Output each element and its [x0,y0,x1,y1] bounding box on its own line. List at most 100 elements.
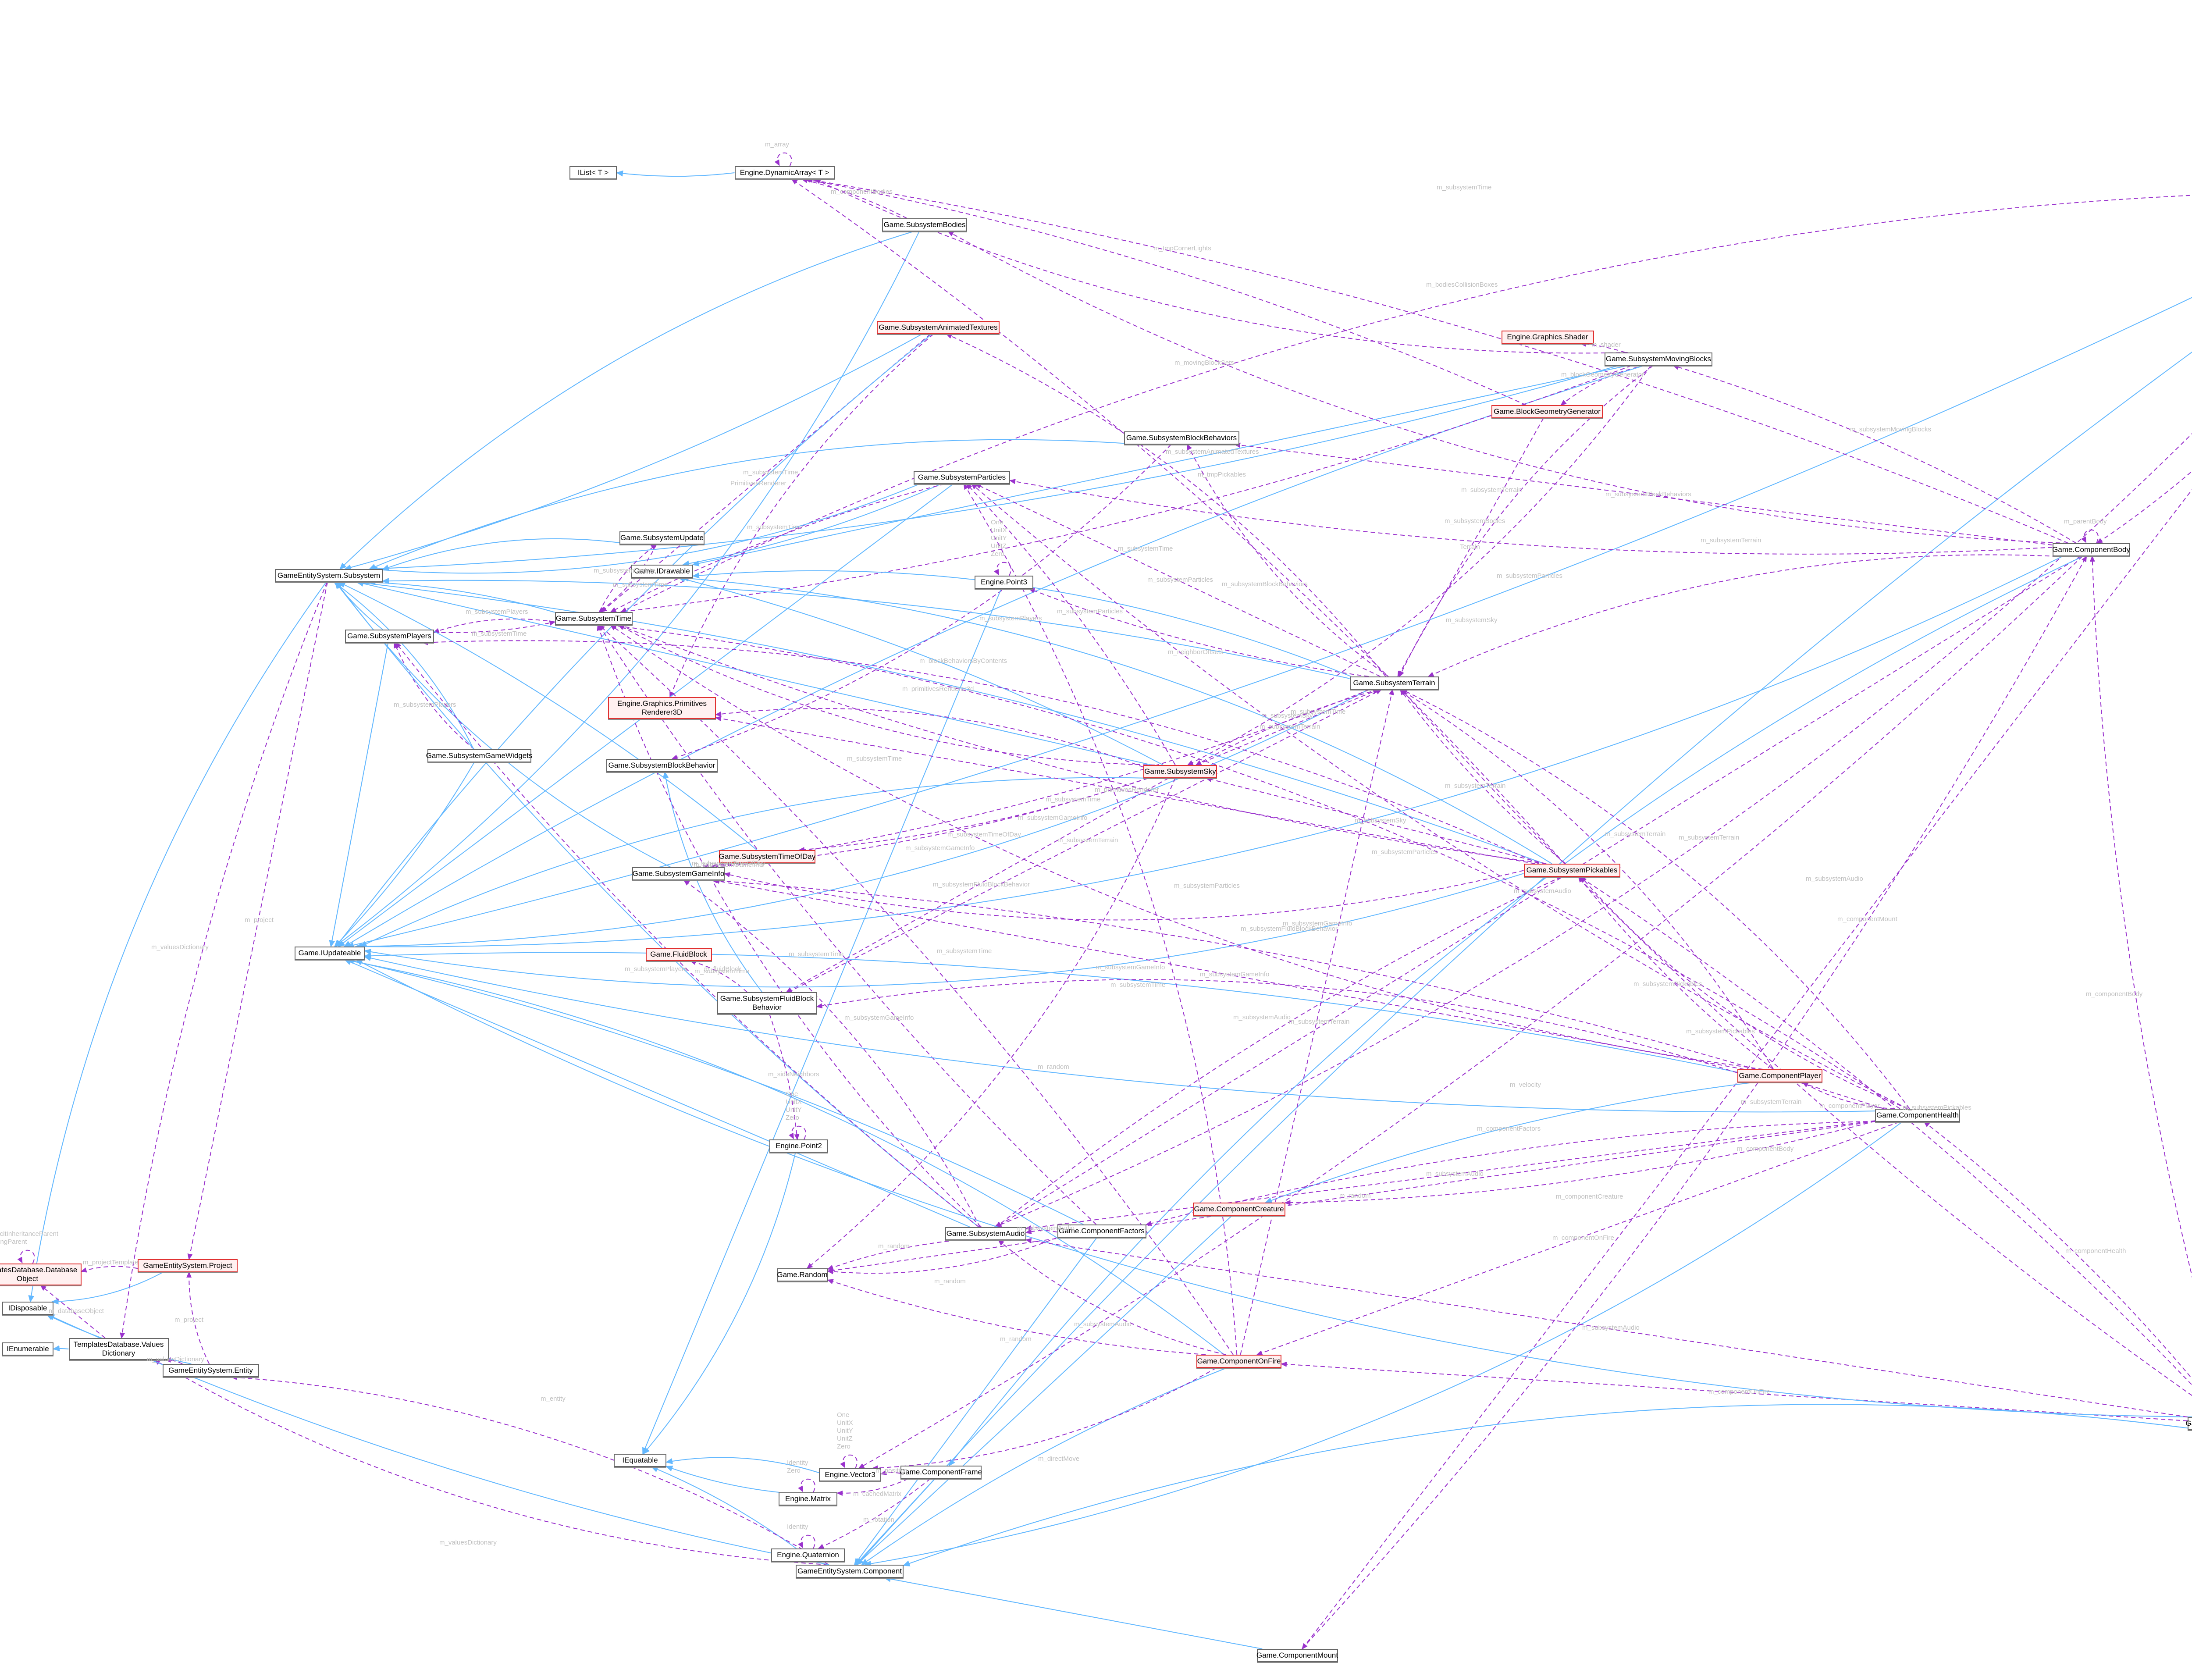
class-node-dynarray[interactable]: Engine.DynamicArray< T > [734,166,835,179]
inheritance-edge-sky-idrawable [678,576,1164,765]
edge-label: m_subsystemTimeOfDay [692,860,765,867]
class-node-terrain[interactable]: Game.SubsystemTerrain [1349,676,1439,690]
usage-edge-body-terrain [1427,554,2057,677]
class-node-factors[interactable]: Game.ComponentFactors [1057,1224,1146,1238]
class-node-primren[interactable]: Engine.Graphics.Primitives Renderer3D [608,697,716,719]
class-node-health[interactable]: Game.ComponentHealth [1875,1109,1960,1122]
class-node-player[interactable]: Game.ComponentPlayer [1737,1069,1822,1082]
edge-label: m_subsystemTerrain [1260,723,1320,730]
class-node-random[interactable]: Game.Random [776,1268,828,1281]
class-node-bodies[interactable]: Game.SubsystemBodies [882,218,967,231]
class-node-sky[interactable]: Game.SubsystemSky [1143,765,1217,778]
usage-edge-frame-quat [818,1478,931,1549]
edge-label: m_subsystemTerrain [1461,486,1522,494]
class-node-ilist[interactable]: IList< T > [569,166,617,179]
class-node-body[interactable]: Game.ComponentBody [2052,543,2130,556]
edge-label: m_subsystemTerrain [1741,1098,1802,1106]
inheritance-edge-damage-updateable [355,959,2192,1417]
class-node-point2[interactable]: Engine.Point2 [769,1139,828,1153]
usage-edge-vector3-vector3 [840,1454,858,1469]
class-node-valuesdict[interactable]: TemplatesDatabase.Values Dictionary [68,1338,169,1360]
class-node-movingblocks[interactable]: Game.SubsystemMovingBlocks [1605,352,1712,366]
class-node-point3[interactable]: Engine.Point3 [975,576,1033,589]
inheritance-edge-point3-iequatable [642,588,1002,1455]
usage-edge-pickables-sky [1205,777,1546,864]
class-node-bgg[interactable]: Game.BlockGeometryGenerator [1491,405,1603,418]
edge-label: m_subsystemSky [1261,712,1313,719]
inheritance-edge-movingblocks-subsystem [368,365,1619,572]
class-node-audio[interactable]: Game.SubsystemAudio [945,1227,1026,1240]
edge-label: m_rotation [863,1516,894,1523]
inheritance-edge-particles-subsystem [370,484,920,574]
inheritance-edge-damage-component [903,1404,2188,1566]
usage-edge-sky-timeofday [798,778,1149,852]
class-node-damage[interactable]: Game.ComponentDamage [2185,1417,2192,1430]
class-node-ienumerable[interactable]: IEnumerable [2,1342,53,1356]
class-node-pickables[interactable]: Game.SubsystemPickables [1523,864,1620,877]
edge-label: m_subsystemTime [747,523,802,531]
usage-edge-health-terrain [1401,689,1910,1109]
edge-label: m_subsystemFluidBlockBehavior [933,881,1030,888]
edge-label: m_subsystemSky [1446,616,1498,624]
usage-edge-matrix-matrix [798,1478,815,1493]
class-node-gamewidgets[interactable]: Game.SubsystemGameWidgets [426,749,532,762]
class-node-frame[interactable]: Game.ComponentFrame [900,1466,982,1479]
edge-label: m_componentBodies [831,188,893,196]
usage-edge-boat-audio [993,433,2192,1228]
class-node-quat[interactable]: Engine.Quaternion [771,1548,845,1562]
usage-edge-health-audio [1025,1120,1875,1231]
class-node-gameinfo[interactable]: Game.SubsystemGameInfo [632,867,725,880]
class-node-onfire[interactable]: Game.ComponentOnFire [1196,1355,1281,1368]
edge-layer [17,152,2192,1650]
class-node-vector3[interactable]: Engine.Vector3 [819,1468,881,1481]
edge-label: One UnitX UnitY UnitZ Zero [837,1411,853,1450]
edge-label: m_subsystemAudio [1582,1324,1640,1331]
class-node-component[interactable]: GameEntitySystem.Component [796,1565,904,1578]
class-node-updateable[interactable]: Game.IUpdateable [295,947,365,960]
class-node-update[interactable]: Game.SubsystemUpdate [619,531,705,545]
usage-edge-dynarray-dynarray [774,152,792,167]
usage-edge-entity-valuesdict [164,1357,183,1364]
edge-label: m_componentOnFire [1552,1234,1614,1242]
class-node-mount[interactable]: Game.ComponentMount [1256,1649,1338,1662]
class-node-iequatable[interactable]: IEquatable [614,1454,666,1467]
class-node-shader[interactable]: Engine.Graphics.Shader [1501,331,1594,344]
usage-edge-health-time [610,623,1900,1109]
edge-label: m_subsystemTime [743,469,798,476]
class-node-idrawable[interactable]: Game.IDrawable [631,565,693,578]
inheritance-edge-time-subsystem [368,579,555,613]
edge-label: m_project [174,1316,203,1324]
edge-label: m_componentMount [1837,915,1897,923]
class-node-fluidblock[interactable]: Game.FluidBlock [645,948,712,961]
class-node-timeofday[interactable]: Game.SubsystemTimeOfDay [719,850,815,863]
edge-label: m_directMove [1038,1455,1080,1463]
class-node-players[interactable]: Game.SubsystemPlayers [345,630,434,643]
class-node-time[interactable]: Game.SubsystemTime [555,612,633,625]
usage-edge-pickables-gameinfo [724,870,1524,921]
class-node-dbobject[interactable]: TemplatesDatabase.Database Object [0,1264,82,1285]
edge-label: m_subsystemAudio [1233,1014,1291,1021]
class-node-matrix[interactable]: Engine.Matrix [779,1492,837,1506]
usage-edge-pickables-audio [995,876,1562,1228]
edge-label: m_subsystemGameInfo [1018,814,1088,822]
inheritance-edge-boat-updateable [346,297,2192,948]
edge-label: m_subsystemTime [613,581,668,588]
class-node-subsystem[interactable]: GameEntitySystem.Subsystem [275,569,383,582]
class-node-blockbehavior[interactable]: Game.SubsystemBlockBehavior [606,759,718,772]
edge-label: m_fluidBlock [704,965,742,973]
usage-edge-point3-point3 [994,562,1011,576]
usage-edge-damage-health [1923,1121,2192,1380]
class-node-idisposable[interactable]: IDisposable [2,1302,53,1315]
usage-edge-body-particles [1009,479,2053,555]
class-node-project[interactable]: GameEntitySystem.Project [138,1259,238,1272]
edge-label: m_subsystemPickables [1686,1028,1755,1035]
class-node-entity[interactable]: GameEntitySystem.Entity [162,1364,259,1377]
edge-label: m_subsystemAudio [1806,875,1863,883]
class-node-particles[interactable]: Game.SubsystemParticles [914,471,1010,484]
class-node-creature[interactable]: Game.ComponentCreature [1192,1203,1285,1216]
class-node-fluidbeh[interactable]: Game.SubsystemFluidBlock Behavior [717,992,817,1014]
class-node-animtex[interactable]: Game.SubsystemAnimatedTextures [877,321,1000,334]
edge-label: m_array [765,141,790,148]
class-node-blockbehaviors[interactable]: Game.SubsystemBlockBehaviors [1124,431,1239,445]
